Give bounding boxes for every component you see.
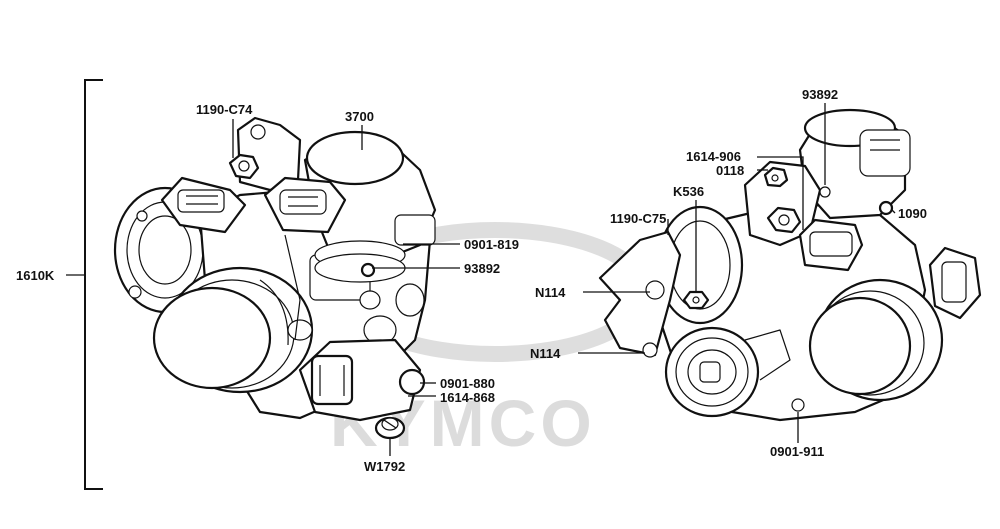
label-0901-880: 0901-880 (440, 376, 495, 391)
label-1610k: 1610K (16, 268, 55, 283)
left-small-screw (360, 262, 376, 278)
left-bottom-screw (374, 416, 406, 440)
right-small-screw (878, 200, 894, 216)
left-throttle-bore (152, 266, 314, 394)
left-connector-b (263, 176, 347, 234)
label-n114-lower: N114 (530, 346, 561, 361)
label-0118: 0118 (716, 163, 744, 178)
left-connector-a (160, 176, 247, 234)
right-seal (791, 398, 805, 412)
label-n114-upper: N114 (535, 285, 566, 300)
right-center-connector (766, 206, 864, 272)
label-1090: 1090 (898, 206, 927, 221)
right-idle-motor (798, 108, 911, 220)
label-k536: K536 (673, 184, 704, 199)
left-idle-motor (303, 130, 437, 283)
label-1190-c74: 1190-C74 (196, 102, 253, 117)
left-tps-sensor (298, 338, 426, 422)
label-3700: 3700 (345, 109, 374, 124)
label-93892-left: 93892 (464, 261, 500, 276)
right-top-housing (743, 160, 831, 247)
label-1614-906: 1614-906 (686, 149, 741, 164)
right-side-connector (928, 246, 982, 320)
label-1614-868: 1614-868 (440, 390, 495, 405)
right-k536-nut (682, 290, 710, 310)
left-top-bracket (228, 116, 302, 192)
assembly-bracket (66, 79, 103, 490)
right-throttle-bore (808, 278, 944, 402)
label-0901-819: 0901-819 (464, 237, 519, 252)
part-labels: 1610K 1190-C74 3700 0901-819 93892 0901-… (16, 87, 927, 474)
leader-lines (232, 103, 896, 456)
right-bracket-plate (598, 230, 682, 358)
right-throttle-body (598, 108, 982, 422)
label-93892-right: 93892 (802, 87, 838, 102)
left-throttle-body (113, 116, 437, 440)
label-0901-911: 0901-911 (770, 444, 824, 459)
label-1190-c75: 1190-C75 (610, 211, 666, 226)
right-front-port (664, 326, 791, 418)
label-w1792: W1792 (364, 459, 405, 474)
